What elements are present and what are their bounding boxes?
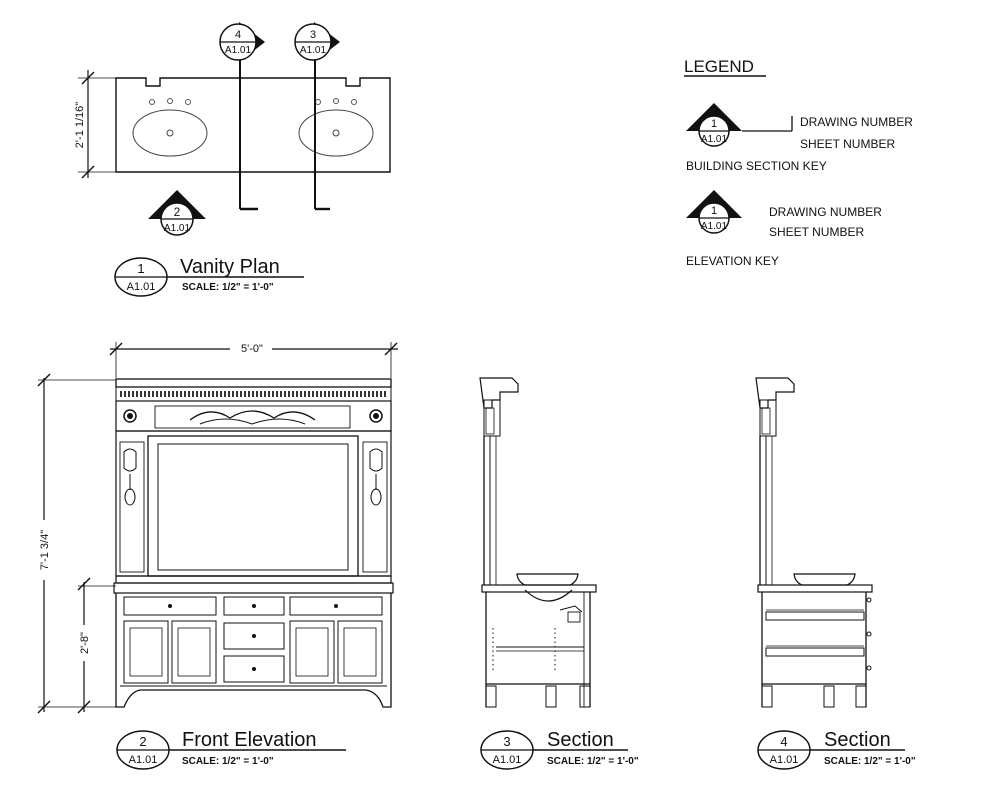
section-3-title-number: 3 [503,734,510,749]
legend-elevation-key: 1 A1.01 DRAWING NUMBER SHEET NUMBER ELEV… [686,190,882,268]
elevation-marker-2-sheet: A1.01 [164,223,191,234]
elevation-marker-2-number: 2 [174,205,181,219]
section-3-title-scale: SCALE: 1/2" = 1'-0" [547,756,639,767]
section-3-title-sheet: A1.01 [493,754,522,766]
elevation-key-drawing-number: 1 [711,205,717,217]
section-key-caption: BUILDING SECTION KEY [686,159,827,173]
section-key-drawing-number-label: DRAWING NUMBER [800,115,913,129]
plan-depth-dimension: 2'-1 1/16" [74,70,116,179]
elevation-marker-2: 2 A1.01 [148,190,206,236]
section-4-title-sheet: A1.01 [770,754,799,766]
right-sink-basin [298,109,374,157]
section-4-title-name: Section [824,729,891,751]
vanity-plan-title-scale: SCALE: 1/2" = 1'-0" [182,282,274,293]
left-sink-basin [132,109,208,157]
section-4-title-number: 4 [780,734,787,749]
section-4-title-scale: SCALE: 1/2" = 1'-0" [824,756,916,767]
section-marker-4-number: 4 [235,29,241,41]
elevation-key-sheet-number: A1.01 [701,221,728,232]
vanity-plan-title: 1 A1.01 Vanity Plan SCALE: 1/2" = 1'-0" [114,256,304,297]
vanity-plan-title-name: Vanity Plan [180,256,280,278]
section-marker-4: 4 A1.01 [219,22,265,62]
countertop-outline [115,77,391,173]
section-3-title-name: Section [547,729,614,751]
front-elevation-title-name: Front Elevation [182,729,317,751]
section-key-sheet-number: A1.01 [701,134,728,145]
section-4-drawing [755,377,873,708]
section-3-title: 3 A1.01 Section SCALE: 1/2" = 1'-0" [480,729,639,770]
section-marker-3-number: 3 [310,29,316,41]
vanity-plan: 2'-1 1/16" 4 A1.01 3 A1.01 2 [74,22,391,297]
section-marker-3-sheet: A1.01 [300,45,327,56]
section-marker-4-sheet: A1.01 [225,45,252,56]
plan-depth-dimension-text: 2'-1 1/16" [74,102,86,148]
front-elevation-title-number: 2 [139,734,146,749]
left-sink-drain [166,129,174,137]
elevation-key-drawing-number-label: DRAWING NUMBER [769,205,882,219]
section-marker-3: 3 A1.01 [294,22,340,62]
section-key-drawing-number: 1 [711,118,717,130]
right-sink-drain [332,129,340,137]
vanity-plan-title-number: 1 [137,261,144,276]
section-4: 4 A1.01 Section SCALE: 1/2" = 1'-0" [755,377,916,770]
section-key-sheet-number-label: SHEET NUMBER [800,137,895,151]
elevation-height-dimension: 7'-1 3/4" [37,373,116,714]
legend: LEGEND 1 A1.01 DRAWING NUMBER SHEET NUMB… [684,57,913,268]
elevation-base-dimension-text: 2'-8" [79,632,91,654]
section-3-drawing [479,377,597,708]
vanity-front-drawing [113,378,394,708]
section-3: 3 A1.01 Section SCALE: 1/2" = 1'-0" [479,377,639,770]
section-4-title: 4 A1.01 Section SCALE: 1/2" = 1'-0" [757,729,916,770]
front-elevation-title-scale: SCALE: 1/2" = 1'-0" [182,756,274,767]
elevation-height-dimension-text: 7'-1 3/4" [39,530,51,570]
elevation-key-caption: ELEVATION KEY [686,254,779,268]
front-elevation: 5'-0" 7'-1 3/4" 2'-8" [37,340,398,770]
legend-title: LEGEND [684,57,754,76]
elevation-key-sheet-number-label: SHEET NUMBER [769,225,864,239]
legend-section-key: 1 A1.01 DRAWING NUMBER SHEET NUMBER BUIL… [686,103,913,173]
elevation-width-dimension: 5'-0" [109,340,398,378]
elevation-base-dimension: 2'-8" [77,577,116,714]
elevation-width-dimension-text: 5'-0" [241,343,263,355]
vanity-plan-title-sheet: A1.01 [127,281,156,293]
front-elevation-title: 2 A1.01 Front Elevation SCALE: 1/2" = 1'… [116,729,346,770]
front-elevation-title-sheet: A1.01 [129,754,158,766]
